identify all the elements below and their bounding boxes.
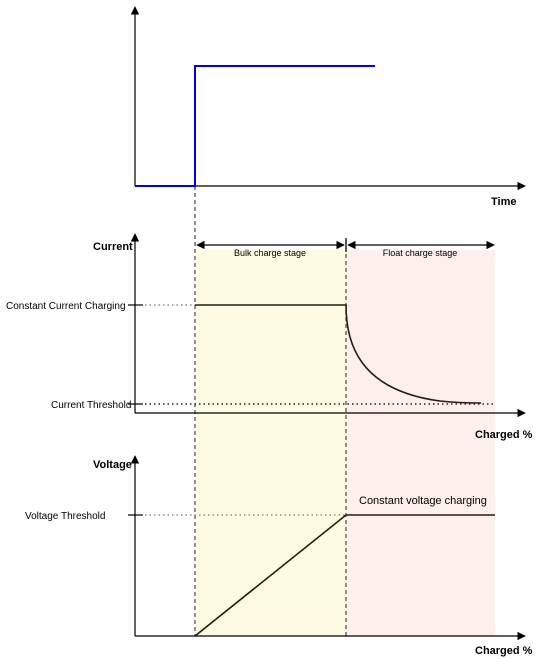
time-axis-label: Time bbox=[491, 196, 516, 208]
signal-step-line bbox=[135, 65, 375, 187]
voltage-axis-label: Voltage bbox=[93, 459, 132, 471]
current-curve bbox=[195, 304, 482, 404]
bulk-charge-stage-label: Bulk charge stage bbox=[234, 248, 306, 258]
bulk-stage-zone bbox=[196, 250, 346, 636]
voltage-charged-axis-label: Charged % bbox=[475, 645, 533, 657]
current-charged-axis-label: Charged % bbox=[475, 429, 533, 441]
signal-panel: Time bbox=[130, 6, 526, 208]
float-charge-stage-label: Float charge stage bbox=[383, 248, 458, 258]
current-panel: Current Charged % Constant Current Charg… bbox=[6, 233, 533, 441]
current-axis-label: Current bbox=[93, 241, 133, 253]
current-threshold-label: Current Threshold bbox=[51, 400, 131, 411]
constant-voltage-charging-label: Constant voltage charging bbox=[359, 495, 487, 507]
voltage-threshold-label: Voltage Threshold bbox=[25, 511, 105, 522]
voltage-curve bbox=[194, 514, 495, 637]
voltage-panel: Voltage Charged % Voltage Threshold Cons… bbox=[25, 455, 533, 657]
float-stage-zone bbox=[346, 250, 495, 636]
constant-current-charging-label: Constant Current Charging bbox=[6, 301, 126, 312]
